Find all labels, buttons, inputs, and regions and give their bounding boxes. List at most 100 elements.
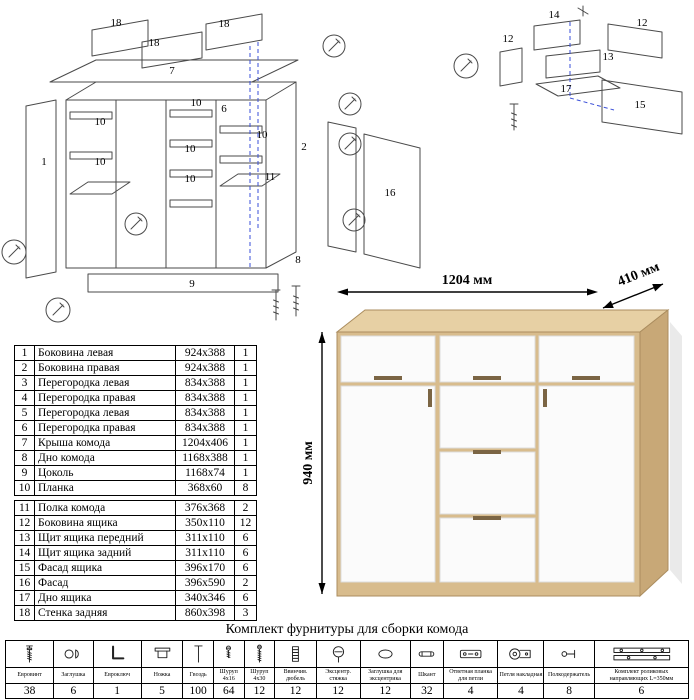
part-callout-number: 12	[503, 33, 514, 45]
part-callout-number: 18	[219, 18, 231, 30]
part-number: 16	[14, 575, 35, 591]
part-size: 924x388	[175, 360, 235, 376]
part-qty: 6	[234, 560, 257, 576]
part-name: Боковина правая	[34, 360, 176, 376]
leg-icon	[154, 647, 170, 659]
hardware-qty: 64	[212, 683, 245, 699]
assembly-axis-lines	[249, 42, 259, 268]
middle-drawer-3	[439, 517, 536, 583]
hinge-plate-icon	[459, 649, 482, 659]
hardware-icon-cell	[315, 640, 361, 668]
part-size: 396x170	[175, 560, 235, 576]
drawer-linework	[499, 19, 683, 135]
hinge-icon	[509, 648, 531, 660]
hardware-qty: 12	[315, 683, 361, 699]
part-callout-number: 8	[295, 254, 301, 266]
cabinet-linework	[25, 13, 421, 293]
hardware-qty: 12	[359, 683, 411, 699]
hardware-name: Евроключ	[92, 667, 142, 684]
part-number: 17	[14, 590, 35, 606]
part-number: 13	[14, 530, 35, 546]
euro-screw-icon	[26, 645, 33, 663]
hardware-name: Ножка	[140, 667, 184, 684]
part-size: 834x388	[175, 420, 235, 436]
drawer-assembly-axis	[569, 22, 615, 111]
hardware-name: Евровинт	[4, 667, 55, 684]
hardware-icon-cell	[92, 640, 142, 668]
part-name: Перегородка правая	[34, 390, 176, 406]
part-callout-number: 10	[185, 173, 197, 185]
part-name: Крыша комода	[34, 435, 176, 451]
part-callout-number: 14	[549, 9, 561, 21]
part-name: Дно ящика	[34, 590, 176, 606]
part-callout-number: 12	[637, 17, 648, 29]
part-name: Перегородка правая	[34, 420, 176, 436]
product-render: 1204 мм 410 мм 940 мм	[301, 259, 682, 598]
roller-rails-icon	[613, 647, 670, 661]
handle-notches	[374, 376, 600, 520]
part-name: Фасад ящика	[34, 560, 176, 576]
part-callout-number: 1	[41, 156, 47, 168]
part-qty: 2	[234, 575, 257, 591]
hardware-name: Ответная планка для петли	[442, 667, 499, 684]
hardware-icon-cell	[497, 640, 545, 668]
part-number: 2	[14, 360, 35, 376]
cam-lock-icon	[332, 646, 344, 663]
part-name: Щит ящика передний	[34, 530, 176, 546]
door-right	[538, 385, 635, 583]
hardware-name: Эксцентр. стяжка	[315, 667, 361, 684]
dimension-height: 940 мм	[301, 332, 326, 594]
door-left	[340, 385, 436, 583]
part-qty: 6	[234, 545, 257, 561]
hardware-qty: 8	[543, 683, 595, 699]
part-qty: 1	[234, 375, 257, 391]
hardware-icon-cell	[543, 640, 595, 668]
part-number: 10	[14, 480, 35, 496]
hardware-name: Ввинчив. дюбель	[274, 667, 317, 684]
part-callout-number: 10	[257, 129, 269, 141]
part-size: 1168x74	[175, 465, 235, 481]
part-number: 1	[14, 345, 35, 361]
part-name: Цоколь	[34, 465, 176, 481]
drawer-fastener-callout	[453, 5, 589, 131]
part-size: 834x388	[175, 390, 235, 406]
hardware-qty: 12	[243, 683, 276, 699]
part-size: 1204x406	[175, 435, 235, 451]
part-size: 311x110	[175, 545, 235, 561]
hardware-name: Шуруп 4х16	[212, 667, 245, 684]
part-name: Дно комода	[34, 450, 176, 466]
hardware-qty: 100	[182, 683, 214, 699]
part-callout-number: 13	[603, 51, 615, 63]
hardware-qty: 32	[409, 683, 444, 699]
part-name: Полка комода	[34, 500, 176, 516]
hardware-icon-cell	[274, 640, 317, 668]
hardware-qty: 1	[92, 683, 142, 699]
hardware-qty: 12	[274, 683, 317, 699]
part-name: Щит ящика задний	[34, 545, 176, 561]
part-number: 15	[14, 560, 35, 576]
part-size: 340x346	[175, 590, 235, 606]
part-callout-number: 7	[169, 65, 175, 77]
hardware-icon-cell	[359, 640, 411, 668]
part-size: 834x388	[175, 375, 235, 391]
part-name: Перегородка левая	[34, 375, 176, 391]
part-size: 376x368	[175, 500, 235, 516]
part-number: 9	[14, 465, 35, 481]
hardware-icon-cell	[140, 640, 184, 668]
part-qty: 6	[234, 590, 257, 606]
part-number: 12	[14, 515, 35, 531]
